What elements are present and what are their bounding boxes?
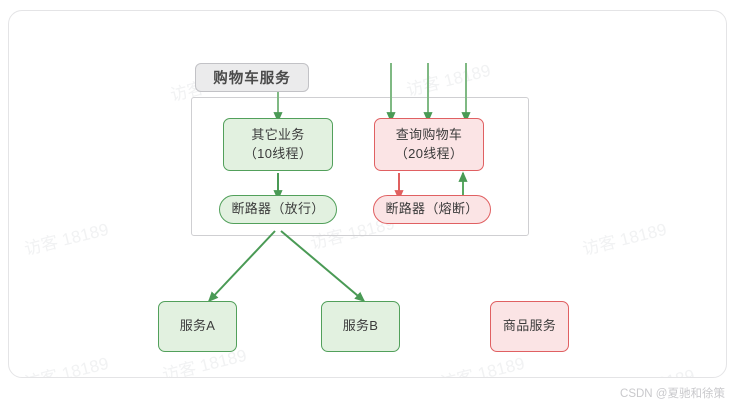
node-service-a[interactable]: 服务A	[158, 301, 237, 352]
node-circuit-breaker-pass[interactable]: 断路器（放行）	[219, 195, 337, 224]
node-service-b[interactable]: 服务B	[321, 301, 400, 352]
node-circuit-breaker-open-label: 断路器（熔断）	[385, 201, 479, 217]
diagram-canvas-card: 访客 18189 访客 18189 访客 18189 访客 18189 访客 1…	[8, 10, 727, 378]
node-other-business[interactable]: 其它业务 （10线程）	[223, 118, 333, 171]
footer-credit: CSDN @夏驰和徐策	[620, 388, 725, 400]
node-other-business-line1: 其它业务	[251, 126, 305, 142]
node-query-shopping-cart[interactable]: 查询购物车 （20线程）	[374, 118, 484, 171]
group-title-shopping-cart-service: 购物车服务	[195, 63, 309, 92]
node-product-service[interactable]: 商品服务	[490, 301, 569, 352]
node-service-b-label: 服务B	[342, 318, 379, 334]
node-query-shopping-cart-line1: 查询购物车	[395, 126, 463, 142]
node-query-shopping-cart-line2: （20线程）	[394, 145, 464, 161]
node-product-service-label: 商品服务	[502, 318, 557, 334]
shopping-cart-service-group-panel	[191, 97, 529, 236]
edge-breaker-pass-to-service-b	[280, 230, 366, 303]
diagram-edges	[207, 63, 471, 303]
node-service-a-label: 服务A	[179, 318, 216, 334]
edge-breaker-pass-to-service-a	[207, 230, 276, 303]
node-other-business-line2: （10线程）	[243, 145, 313, 161]
node-circuit-breaker-open[interactable]: 断路器（熔断）	[373, 195, 491, 224]
diagram-layer: 购物车服务 其它业务 （10线程） 查询购物车 （20线程） 断路器（放行） 断…	[9, 11, 726, 377]
node-circuit-breaker-pass-label: 断路器（放行）	[231, 201, 325, 217]
